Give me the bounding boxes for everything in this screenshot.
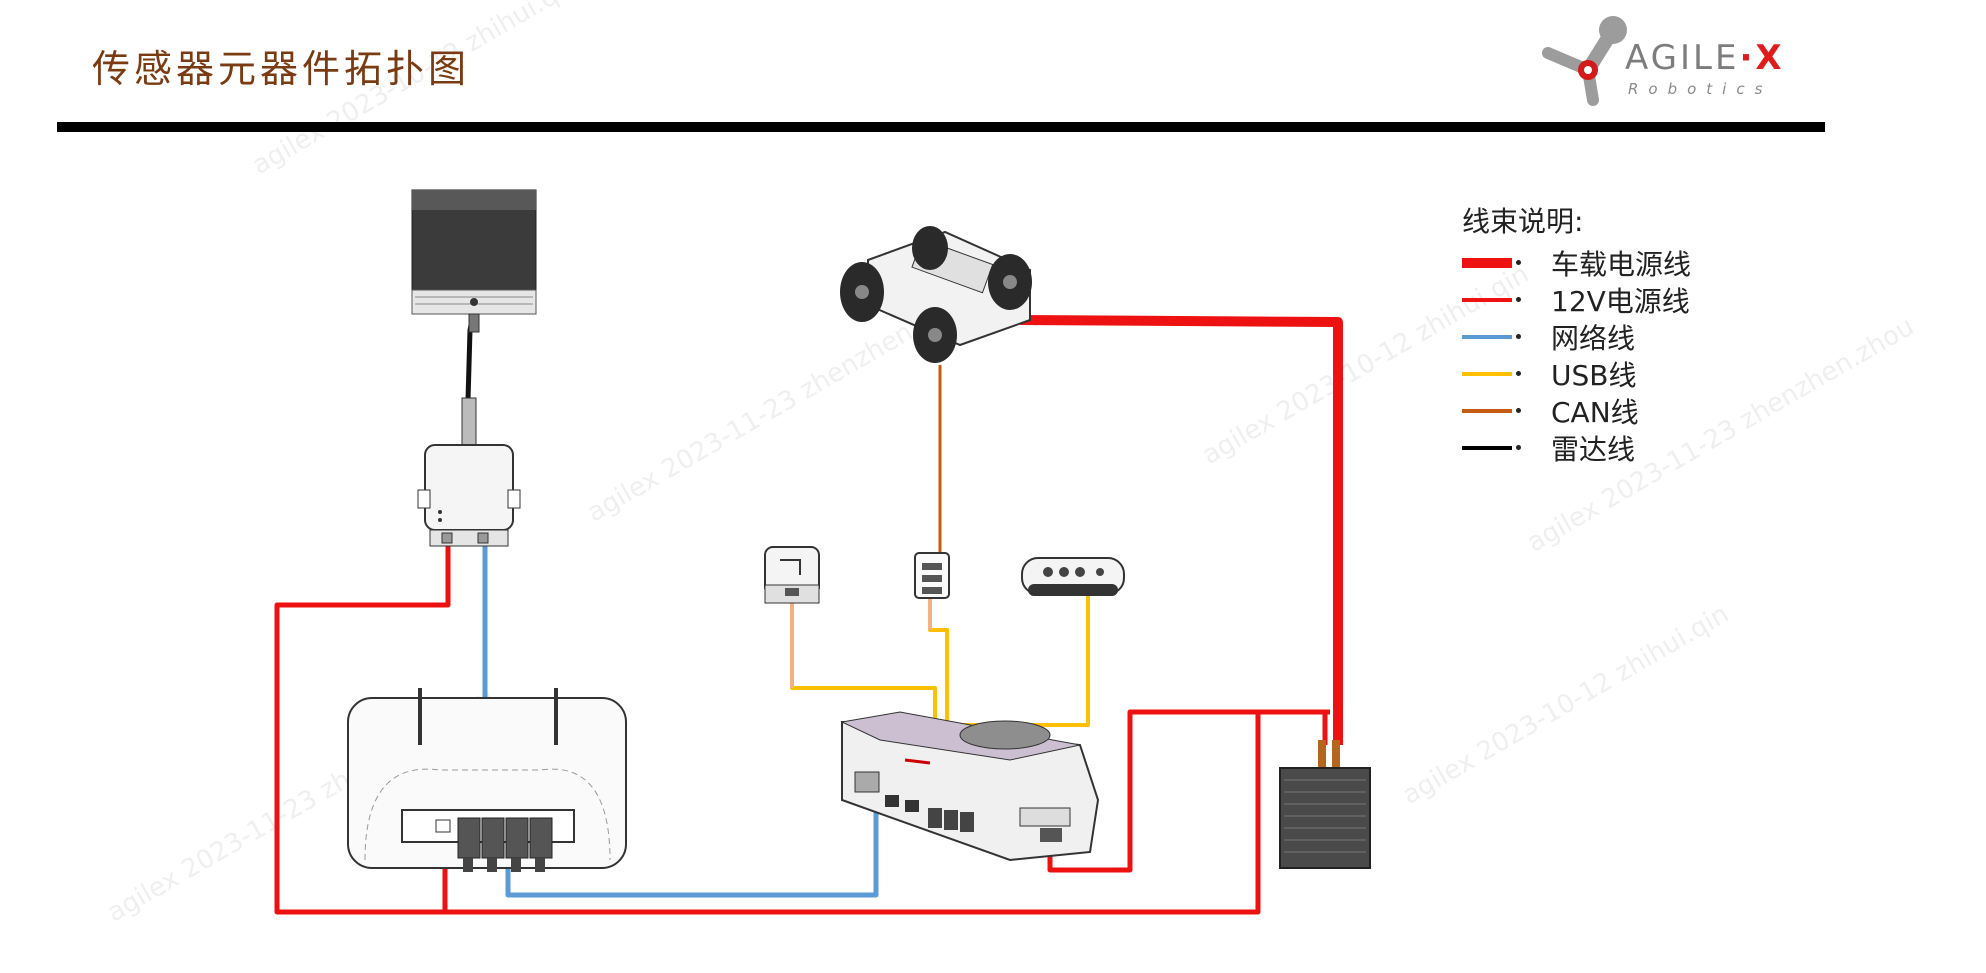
- legend-label: 12V电源线: [1551, 284, 1690, 318]
- legend-label: CAN线: [1551, 395, 1639, 429]
- cable-legend: 线束说明: 车载电源线 12V电源线 网络线 USB线 CAN线 雷达线: [1462, 200, 1691, 466]
- router-device: [347, 688, 627, 872]
- legend-dot: [1516, 334, 1521, 339]
- legend-item-lidar: 雷达线: [1462, 429, 1691, 466]
- lidar-interface-box: [417, 397, 521, 547]
- industrial-pc: [840, 711, 1100, 862]
- legend-item-network: 网络线: [1462, 318, 1691, 355]
- gps-cable: [790, 598, 932, 688]
- vehicle-power-cable: [1019, 315, 1343, 745]
- legend-label: USB线: [1551, 358, 1637, 392]
- legend-swatch: [1462, 297, 1512, 302]
- lidar-device: [411, 189, 537, 333]
- legend-label: 雷达线: [1551, 432, 1636, 466]
- legend-title: 线束说明:: [1462, 205, 1584, 238]
- page-title: 传感器元器件拓扑图: [92, 47, 471, 91]
- brand-name: AGILE·X: [1625, 38, 1785, 78]
- legend-swatch: [1462, 408, 1512, 413]
- legend-swatch: [1462, 371, 1512, 376]
- legend-item-12v-power: 12V电源线: [1462, 281, 1691, 318]
- legend-item-can: CAN线: [1462, 392, 1691, 429]
- legend-dot: [1516, 297, 1521, 302]
- power-module: [1279, 740, 1371, 869]
- imu-module: [764, 546, 820, 604]
- legend-dot: [1516, 371, 1521, 376]
- legend-dot: [1516, 445, 1521, 450]
- legend-dot: [1516, 260, 1521, 265]
- legend-item-vehicle-power: 车载电源线: [1462, 244, 1691, 281]
- depth-camera: [1021, 557, 1125, 596]
- usb-can-adapter: [914, 552, 950, 599]
- legend-label: 网络线: [1551, 321, 1636, 355]
- legend-label: 车载电源线: [1551, 247, 1692, 281]
- robot-chassis: [840, 226, 1032, 363]
- legend-dot: [1516, 408, 1521, 413]
- brand-subtitle: Robotics: [1628, 80, 1773, 98]
- legend-swatch: [1462, 334, 1512, 339]
- agilex-logo-icon: [1542, 16, 1627, 106]
- header-divider: [57, 122, 1825, 132]
- legend-swatch: [1462, 257, 1512, 268]
- legend-item-usb: USB线: [1462, 355, 1691, 392]
- legend-swatch: [1462, 445, 1512, 450]
